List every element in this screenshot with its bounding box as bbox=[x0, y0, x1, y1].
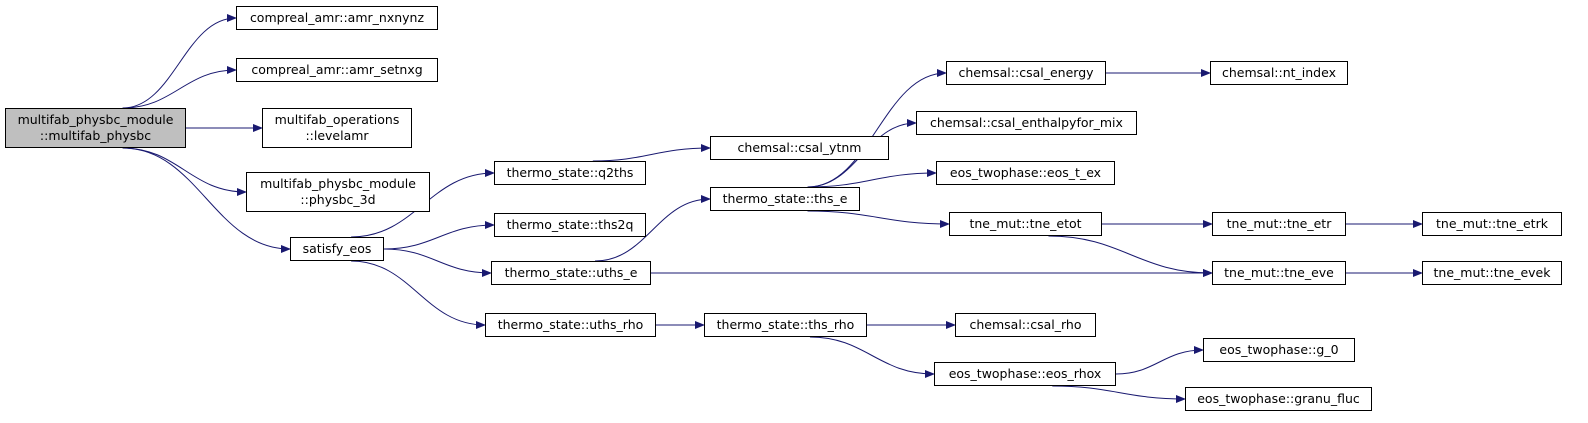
edge-root-to-satisfy-eos bbox=[122, 147, 291, 253]
node-amr-nxnynz[interactable]: compreal_amr::amr_nxnynz bbox=[236, 6, 438, 30]
node-root: multifab_physbc_module::multifab_physbc bbox=[5, 108, 186, 148]
edge-satisfy-eos-to-uths-rho bbox=[351, 260, 486, 329]
node-ths2q[interactable]: thermo_state::ths2q bbox=[494, 213, 646, 237]
edge-tne-etot-to-tne-eve bbox=[1048, 235, 1213, 277]
node-csal-ytnm[interactable]: chemsal::csal_ytnm bbox=[710, 136, 889, 160]
edge-satisfy-eos-to-uths-e bbox=[383, 248, 492, 277]
node-tne-eve[interactable]: tne_mut::tne_eve bbox=[1212, 261, 1346, 285]
node-tne-etr[interactable]: tne_mut::tne_etr bbox=[1212, 212, 1346, 236]
node-label-line: chemsal::csal_rho bbox=[969, 317, 1082, 332]
node-label-line: tne_mut::tne_etr bbox=[1226, 216, 1332, 231]
node-csal-enthalpy[interactable]: chemsal::csal_enthalpyfor_mix bbox=[916, 111, 1137, 135]
node-ths-e[interactable]: thermo_state::ths_e bbox=[710, 187, 860, 211]
edge-satisfy-eos-to-ths2q bbox=[383, 221, 495, 250]
node-label-line: thermo_state::ths_e bbox=[722, 191, 848, 206]
node-satisfy-eos[interactable]: satisfy_eos bbox=[290, 237, 384, 261]
node-label-line: tne_mut::tne_evek bbox=[1433, 265, 1551, 280]
node-label-line: ::levelamr bbox=[305, 128, 369, 143]
edge-uths-e-to-ths-e bbox=[594, 195, 711, 262]
node-label-line: thermo_state::q2ths bbox=[506, 165, 634, 180]
node-label-line: tne_mut::tne_etrk bbox=[1436, 216, 1548, 231]
edge-ths-rho-to-eos-rhox bbox=[809, 336, 935, 378]
node-label-line: eos_twophase::eos_t_ex bbox=[949, 165, 1102, 180]
node-label-line: compreal_amr::amr_nxnynz bbox=[249, 10, 425, 25]
edge-q2ths-to-csal-ytnm bbox=[592, 144, 711, 162]
edge-root-to-physbc-3d bbox=[122, 147, 247, 196]
node-eos-t-ex[interactable]: eos_twophase::eos_t_ex bbox=[936, 161, 1115, 185]
node-uths-rho[interactable]: thermo_state::uths_rho bbox=[485, 313, 656, 337]
node-g-0[interactable]: eos_twophase::g_0 bbox=[1203, 338, 1355, 362]
node-label-line: compreal_amr::amr_setnxg bbox=[251, 62, 423, 77]
node-label-line: satisfy_eos bbox=[302, 241, 372, 256]
node-label-line: multifab_physbc_module bbox=[260, 176, 416, 191]
node-label-line: multifab_operations bbox=[274, 112, 400, 127]
node-uths-e[interactable]: thermo_state::uths_e bbox=[491, 261, 651, 285]
edge-ths-e-to-tne-etot bbox=[807, 210, 950, 228]
node-tne-etrk[interactable]: tne_mut::tne_etrk bbox=[1422, 212, 1562, 236]
node-amr-setnxg[interactable]: compreal_amr::amr_setnxg bbox=[236, 58, 438, 82]
node-label-line: chemsal::csal_ytnm bbox=[737, 140, 862, 155]
edge-root-to-amr-nxnynz bbox=[122, 14, 237, 109]
node-label-line: chemsal::csal_energy bbox=[958, 65, 1094, 80]
node-label-line: chemsal::csal_enthalpyfor_mix bbox=[930, 115, 1123, 130]
node-physbc-3d[interactable]: multifab_physbc_module::physbc_3d bbox=[246, 172, 430, 212]
node-tne-etot[interactable]: tne_mut::tne_etot bbox=[949, 212, 1102, 236]
node-ths-rho[interactable]: thermo_state::ths_rho bbox=[704, 313, 867, 337]
node-label-line: thermo_state::uths_e bbox=[504, 265, 638, 280]
node-tne-evek[interactable]: tne_mut::tne_evek bbox=[1422, 261, 1562, 285]
edge-root-to-amr-setnxg bbox=[122, 66, 237, 109]
node-eos-rhox[interactable]: eos_twophase::eos_rhox bbox=[934, 362, 1116, 386]
node-q2ths[interactable]: thermo_state::q2ths bbox=[494, 161, 646, 185]
edge-ths-e-to-eos-t-ex bbox=[807, 169, 937, 188]
node-label-line: ::multifab_physbc bbox=[39, 128, 152, 143]
node-nt-index[interactable]: chemsal::nt_index bbox=[1210, 61, 1348, 85]
node-label-line: thermo_state::ths_rho bbox=[716, 317, 855, 332]
node-levelamr[interactable]: multifab_operations::levelamr bbox=[262, 108, 412, 148]
node-label-line: eos_twophase::eos_rhox bbox=[948, 366, 1102, 381]
edge-eos-rhox-to-g-0 bbox=[1115, 346, 1204, 375]
node-label-line: tne_mut::tne_etot bbox=[969, 216, 1082, 231]
node-label-line: eos_twophase::granu_fluc bbox=[1197, 391, 1360, 406]
node-label-line: thermo_state::ths2q bbox=[506, 217, 634, 232]
node-label-line: tne_mut::tne_eve bbox=[1224, 265, 1334, 280]
node-label-line: eos_twophase::g_0 bbox=[1219, 342, 1339, 357]
node-label-line: multifab_physbc_module bbox=[17, 112, 174, 127]
node-label-line: thermo_state::uths_rho bbox=[497, 317, 644, 332]
edge-eos-rhox-to-granu-fluc bbox=[1052, 385, 1186, 403]
node-csal-energy[interactable]: chemsal::csal_energy bbox=[946, 61, 1106, 85]
node-granu-fluc[interactable]: eos_twophase::granu_fluc bbox=[1185, 387, 1372, 411]
node-label-line: ::physbc_3d bbox=[300, 192, 376, 207]
node-label-line: chemsal::nt_index bbox=[1221, 65, 1336, 80]
node-csal-rho[interactable]: chemsal::csal_rho bbox=[955, 313, 1096, 337]
